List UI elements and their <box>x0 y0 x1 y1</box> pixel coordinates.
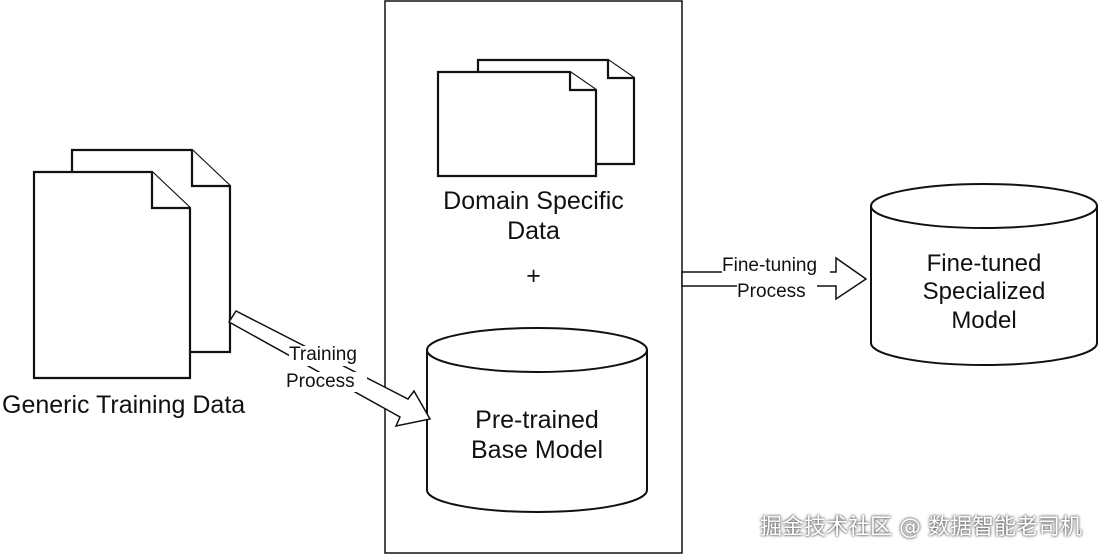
output-model-line1: Fine-tuned <box>926 250 1042 277</box>
training-label-bg <box>289 346 367 366</box>
watermark: 掘金技术社区 @ 数据智能老司机 <box>760 515 1082 540</box>
training-process-arrow-icon <box>227 310 432 428</box>
base-model-cylinder-icon <box>426 327 648 513</box>
finetune-label: Fine-tuning <box>722 255 818 276</box>
finetune-process-label-bg <box>737 283 817 303</box>
base-model-label: Pre-trained Base Model <box>427 406 647 465</box>
finetune-process-label: Process <box>737 281 806 302</box>
output-model-cylinder-icon <box>870 183 1098 366</box>
domain-data-line2: Data <box>507 216 560 245</box>
process-label-bg <box>285 372 367 392</box>
domain-data-label: Domain Specific Data <box>385 187 682 246</box>
finetune-process-arrow-icon <box>681 256 868 301</box>
output-model-line2: Specialized <box>922 278 1046 306</box>
training-label: Training <box>289 344 357 365</box>
generic-data-label: Generic Training Data <box>2 391 246 419</box>
output-model-label: Fine-tuned Specialized Model <box>871 250 1097 335</box>
finetune-label-bg <box>722 257 830 277</box>
plus-sign: + <box>526 262 541 290</box>
base-model-line2: Base Model <box>470 435 604 464</box>
generic-data-documents-icon <box>32 148 232 380</box>
domain-data-line1: Domain Specific <box>443 187 624 215</box>
output-model-line3: Model <box>951 306 1017 334</box>
training-process-label: Process <box>286 371 355 392</box>
domain-data-documents-icon <box>436 58 636 178</box>
base-model-line1: Pre-trained <box>475 406 599 434</box>
